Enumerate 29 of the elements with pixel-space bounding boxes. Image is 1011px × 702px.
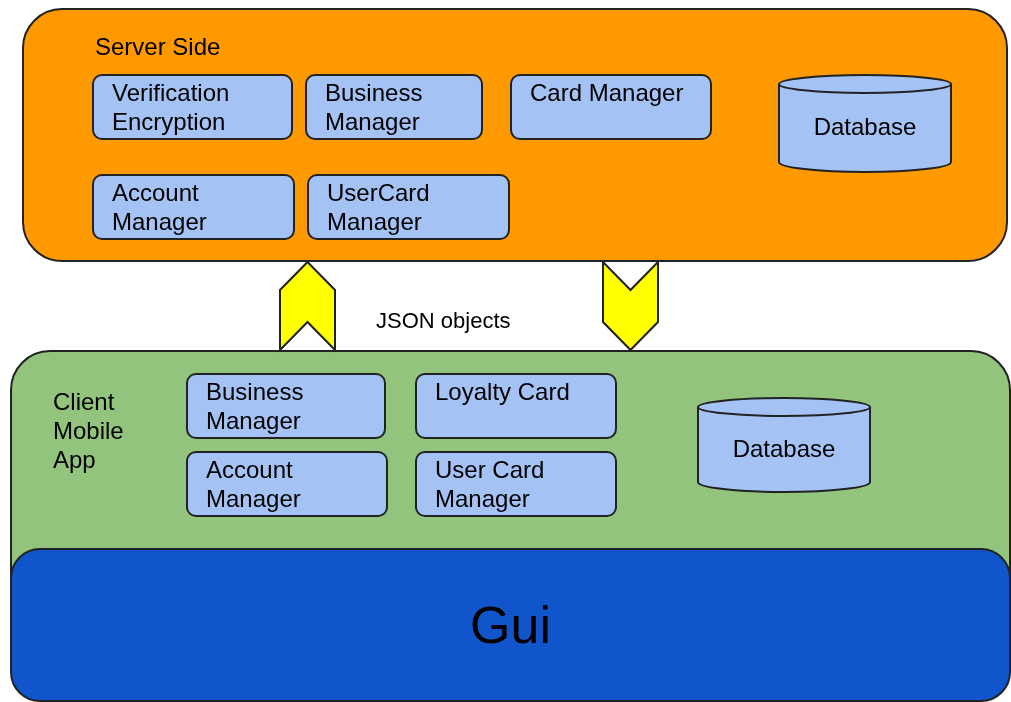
component-box [307, 174, 510, 240]
component-box [415, 451, 617, 517]
component-label: Business Manager [325, 78, 424, 136]
layer-panel [10, 350, 1011, 702]
component-box [186, 373, 386, 439]
chevron-arrow [279, 260, 336, 353]
panel-title: Client Mobile App [53, 387, 125, 474]
component-label: Business Manager [206, 377, 305, 435]
connector-label: JSON objects [376, 308, 511, 334]
component-label: User Card Manager [435, 455, 546, 513]
panel-title: Server Side [95, 32, 222, 61]
component-label: Verification Encryption [112, 78, 231, 136]
database-label: Database [731, 434, 837, 463]
component-label: Card Manager [530, 78, 685, 107]
layer-panel [22, 8, 1008, 262]
component-box [305, 74, 483, 140]
component-label: UserCard Manager [327, 178, 431, 236]
chevron-arrow [602, 259, 659, 352]
component-label: Account Manager [112, 178, 208, 236]
component-label: Loyalty Card [435, 377, 571, 406]
component-box [510, 74, 712, 140]
component-label: Account Manager [206, 455, 302, 513]
database-label: Database [812, 113, 918, 141]
component-box [186, 451, 388, 517]
gui-layer-band [10, 548, 1011, 702]
component-box [92, 174, 295, 240]
component-box [415, 373, 617, 439]
layer-label: Gui [470, 595, 551, 655]
component-box [92, 74, 293, 140]
